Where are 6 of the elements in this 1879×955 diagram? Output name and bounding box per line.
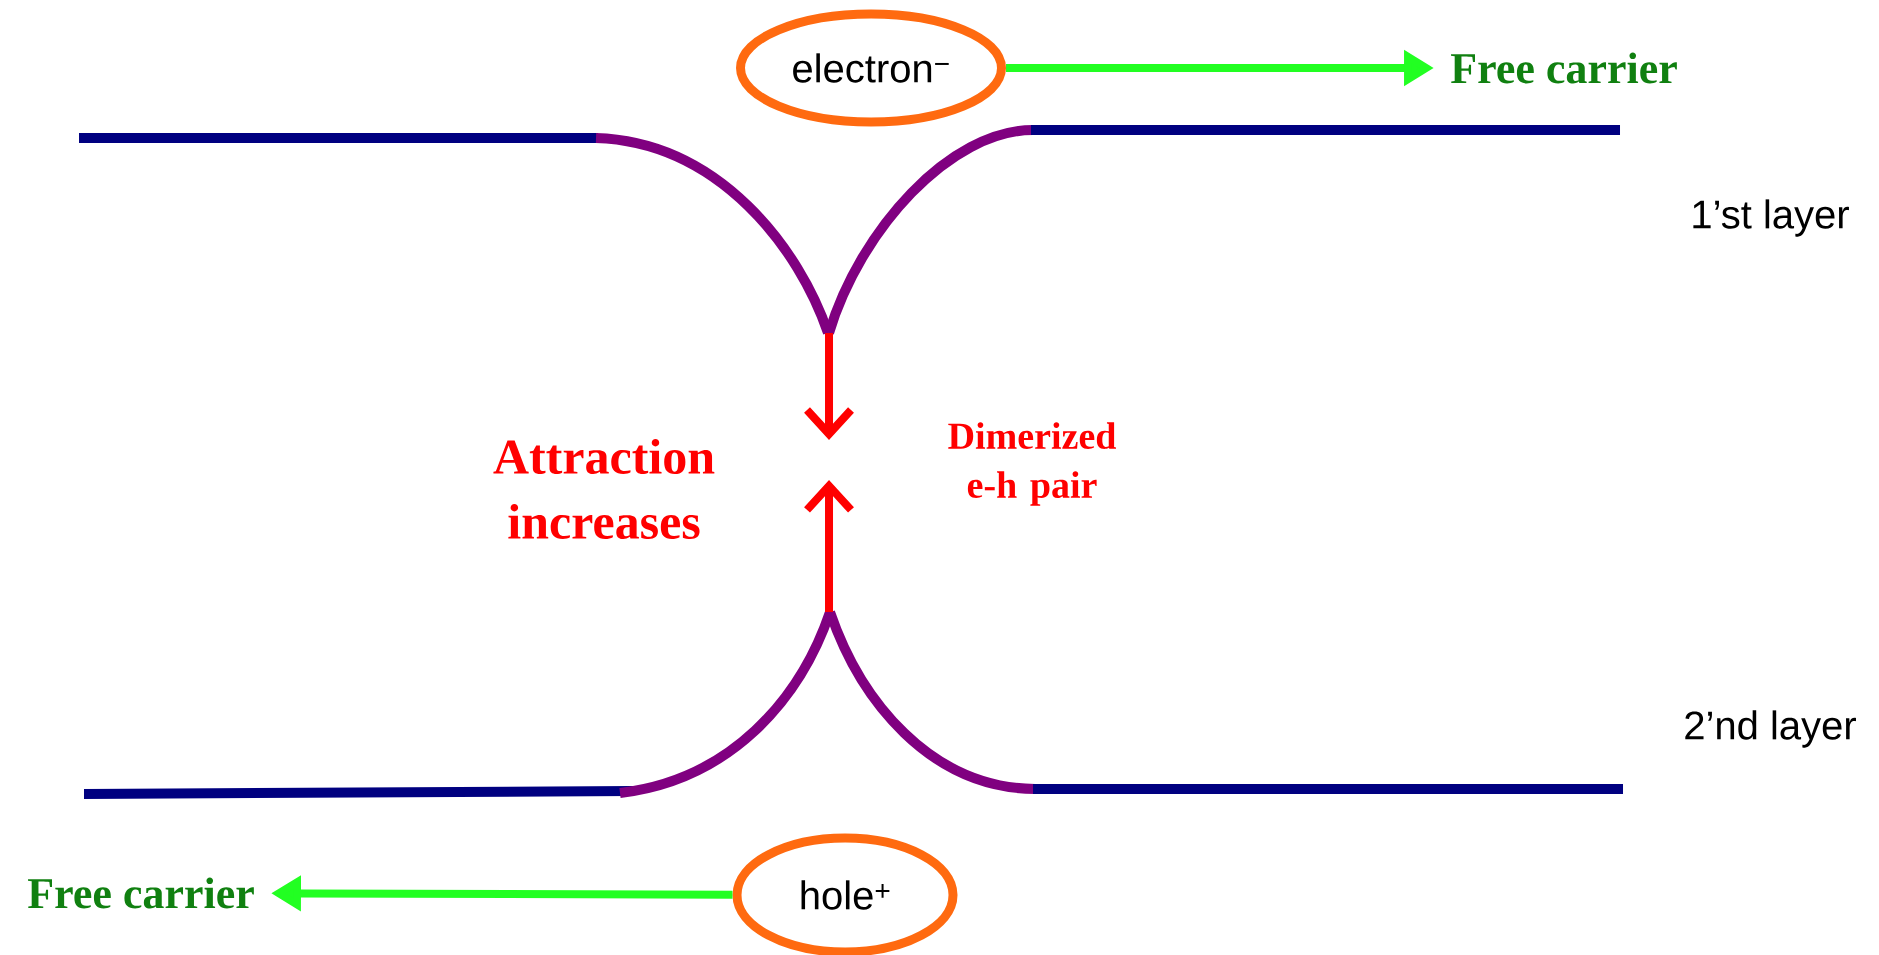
carrier-label: Free carrier xyxy=(28,877,254,909)
annotation-text: Attraction increases xyxy=(493,438,715,540)
layer-label: 2’nd layer xyxy=(1685,710,1856,748)
layer-label: 1’st layer xyxy=(1693,199,1849,237)
annotation-text: Dimerized e-h pair xyxy=(948,422,1116,506)
carrier-label: Free carrier xyxy=(1451,52,1677,84)
